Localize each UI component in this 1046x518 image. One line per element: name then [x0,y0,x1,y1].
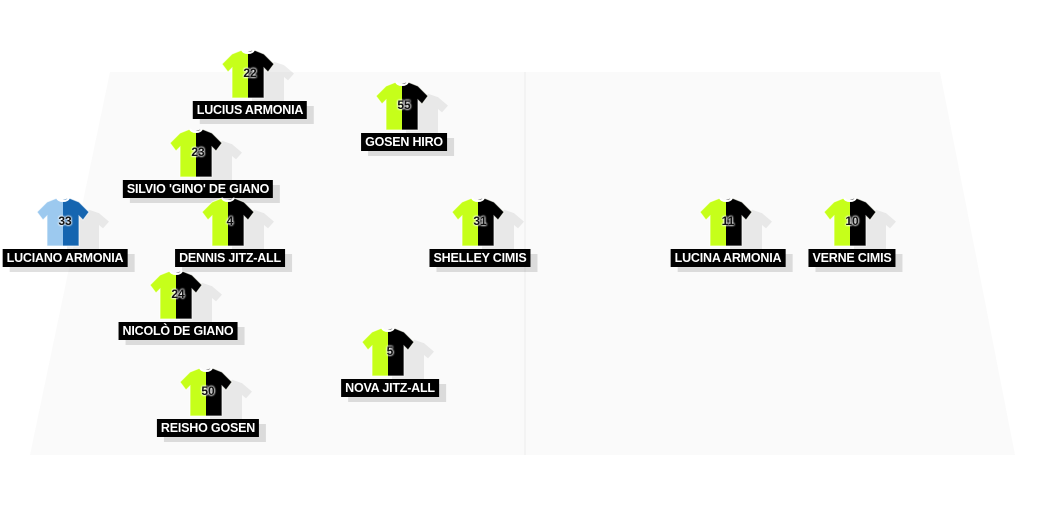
shirt-number: 24 [171,287,185,301]
player-name-label: DENNIS JITZ-ALL [175,249,285,267]
shirt-number: 4 [226,214,234,228]
shirt-number: 31 [473,214,487,228]
player-name-label: GOSEN HIRO [361,133,447,151]
player-name-label: SILVIO 'GINO' DE GIANO [122,180,274,198]
player-name-label: LUCINA ARMONIA [670,249,786,267]
shirt-icon [451,196,532,258]
shirt-number: 11 [721,214,735,228]
shirt-icon [361,326,442,388]
shirt-icon [149,269,230,331]
player-name-label: NICOLÒ DE GIANO [118,322,238,340]
player-name-label: SHELLEY CIMIS [429,249,531,267]
shirt-number: 5 [386,344,394,358]
shirt-number: 23 [191,145,205,159]
player-name-label: REISHO GOSEN [156,419,260,437]
player-name-label: LUCIANO ARMONIA [2,249,128,267]
player-name-label: NOVA JITZ-ALL [341,379,439,397]
shirt-number: 55 [397,98,411,112]
shirt-icon [201,196,282,258]
player-name-label: VERNE CIMIS [808,249,896,267]
shirt-number: 22 [243,66,257,80]
shirt-number: 33 [58,214,72,228]
shirt-icon [375,80,456,142]
player-name-label: LUCIUS ARMONIA [192,101,308,119]
shirt-number: 10 [845,214,859,228]
shirt-icon [699,196,780,258]
shirt-number: 50 [201,384,215,398]
shirt-icon [823,196,904,258]
shirt-icon [169,127,250,189]
shirt-icon [179,366,260,428]
goalkeeper-shirt-icon [36,196,117,258]
shirt-icon [221,48,302,110]
